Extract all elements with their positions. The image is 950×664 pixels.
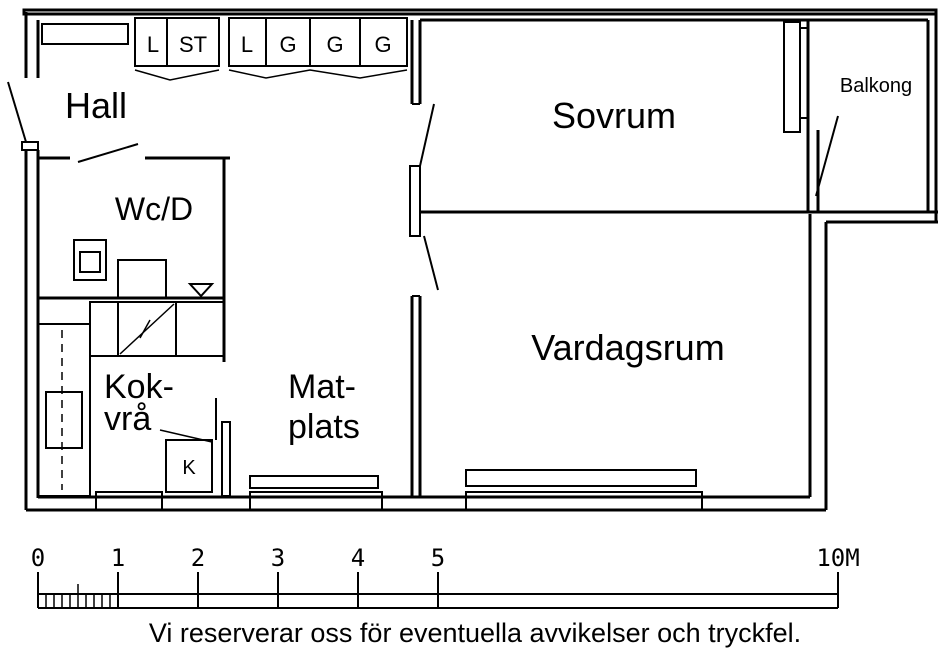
closet-label: ST [179,32,207,57]
entry-door-jamb [21,141,39,151]
window [249,491,383,511]
window-sill [465,469,697,487]
balcony-window [783,21,801,133]
window [465,491,703,511]
balcony-door-leaf [815,115,839,197]
toilet-seat [79,251,101,273]
closet-door-swing [134,69,220,81]
fridge [165,439,213,493]
scale-tick-label: 3 [271,544,285,572]
washbasin [117,259,167,299]
wall-post [409,165,421,237]
scale-tick-label: 4 [351,544,365,572]
kitchen-counter-top [89,301,225,357]
scale-tick-label: 1 [111,544,125,572]
kitchen-label-pointer [159,429,213,443]
closet-label: L [147,32,159,57]
kitchen: K [37,301,231,497]
entry-door-leaf [7,81,27,143]
closet-group-1 [134,17,220,67]
closet-label: L [241,32,253,57]
room-label-vardagsrum: Vardagsrum [531,327,724,368]
wc-door-leaf [77,143,139,163]
sovrum-door-leaf [419,103,435,167]
room-label-mat-line2: plats [288,408,360,446]
closet-label: G [374,32,391,57]
closet-label: G [326,32,343,57]
hat-shelf [41,23,129,45]
wc-bathroom [38,143,230,362]
scale-bar: 0 1 2 3 4 5 10M [31,544,860,609]
hall-sovrum-wall [409,20,439,497]
scale-tick-label: 5 [431,544,445,572]
room-label-kok-line2: vrå [104,400,151,438]
entry-door [7,81,39,151]
room-label-sovrum: Sovrum [552,95,676,136]
closet-door-swing [228,69,408,79]
scale-tick-label: 10M [816,544,859,572]
window-sill [249,475,379,489]
window [95,491,163,511]
kitchen-counter-left [37,323,91,497]
stove-mark [119,303,175,355]
fridge-label: K [182,457,196,479]
room-label-mat-line1: Mat- [288,368,356,406]
scale-tick-label: 0 [31,544,45,572]
stove-mark [139,319,151,339]
scale-tick-label: 2 [191,544,205,572]
disclaimer-text: Vi reserverar oss för eventuella avvikel… [148,618,802,648]
vardagsrum-door-leaf [423,235,439,291]
room-label-hall: Hall [65,85,127,126]
toilet [73,239,107,281]
room-label-kok-line1: Kok- [104,368,174,406]
closet-group-2 [228,17,408,67]
room-label-wcd: Wc/D [115,191,193,227]
kitchen-sink [45,391,83,449]
room-label-balkong: Balkong [840,75,912,97]
windows [95,20,839,511]
kitchen-post [221,421,231,497]
top-wall [22,8,938,16]
closet-label: G [279,32,296,57]
floor-drain [187,283,215,298]
closets: L ST L G G G [41,17,408,81]
